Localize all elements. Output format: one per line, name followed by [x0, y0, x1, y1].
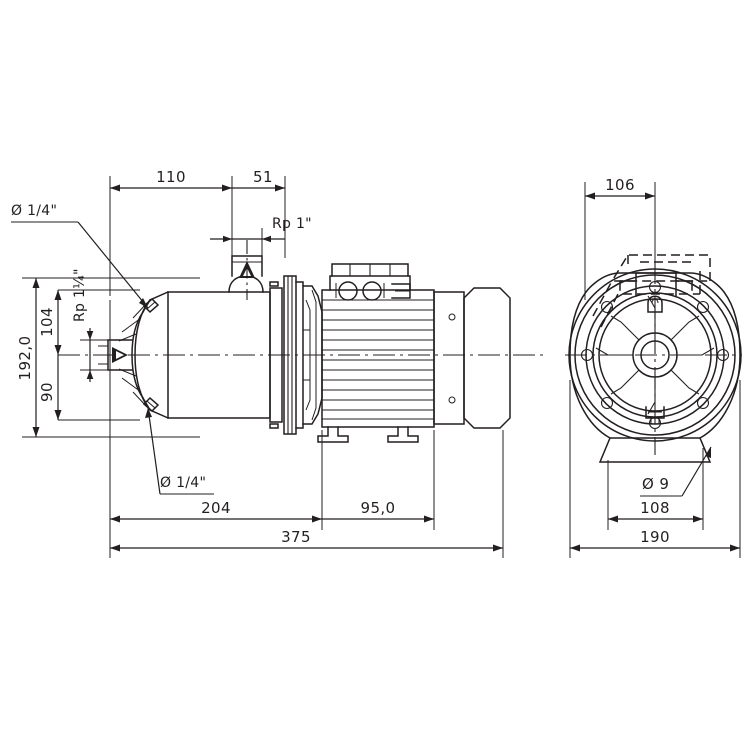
dim-discharge-port: Rp 1"	[210, 216, 312, 256]
dim-length-204: 204	[110, 499, 322, 523]
flange-inner-ring-outer	[585, 285, 725, 425]
dim-label-rp-1-25: Rp 1¼"	[72, 268, 88, 322]
motor-end-shield	[433, 291, 465, 425]
flange-outer-ring-inner	[574, 274, 736, 436]
dim-height-lower: 90	[38, 355, 62, 420]
dim-suction-port: Rp 1¼"	[72, 268, 122, 382]
dim-label-104: 104	[38, 307, 56, 337]
callout-vent-top: Ø 1/4"	[11, 203, 149, 309]
dim-label-rp-1: Rp 1"	[272, 216, 312, 232]
callout-bolt-hole-dia: Ø 9	[640, 446, 712, 497]
dim-label-vent-top: Ø 1/4"	[11, 203, 57, 219]
cable-gland-right	[362, 281, 382, 301]
dim-label-51: 51	[253, 168, 273, 186]
dim-label-90: 90	[38, 382, 56, 402]
dim-height-overall: 192,0	[16, 278, 40, 437]
motor-fan-cowl	[463, 287, 511, 429]
cable-gland-left	[338, 281, 358, 301]
lantern-flange	[269, 287, 283, 423]
motor-stator	[321, 289, 435, 428]
terminal-box-alt-position	[592, 254, 711, 328]
flange-inner-ring	[592, 292, 718, 418]
dim-length-375: 375	[110, 528, 503, 552]
dim-label-106: 106	[605, 176, 635, 194]
dim-label-192: 192,0	[16, 336, 34, 381]
dim-height-upper: 104	[38, 290, 62, 355]
end-terminal-box	[635, 272, 677, 297]
dim-length-95: 95,0	[322, 499, 434, 523]
dim-top-51: 51	[232, 168, 286, 258]
motor-foot-front	[317, 426, 349, 443]
dim-top-110: 110	[109, 168, 233, 296]
motor-terminal-box	[329, 263, 411, 301]
bolt-hole	[600, 300, 614, 314]
callout-drain-bottom: Ø 1/4"	[145, 407, 214, 495]
bolt-hole	[696, 396, 710, 410]
dim-label-dia9: Ø 9	[642, 475, 669, 493]
dim-end-190: 190	[569, 380, 741, 558]
dim-label-375: 375	[281, 528, 311, 546]
lifting-eye	[647, 295, 663, 313]
dim-end-108: 108	[607, 448, 704, 530]
side-vertical-extension-lines	[22, 277, 200, 438]
drain-port-bottom	[142, 396, 160, 413]
fan-hub-inner	[640, 340, 670, 370]
vent-port-top	[142, 297, 160, 314]
pump-housing	[98, 240, 304, 435]
bolt-hole	[696, 300, 710, 314]
side-bottom-extension-lines	[109, 300, 504, 558]
motor-assembly	[302, 263, 511, 443]
flange-outer-ring	[568, 268, 742, 442]
motor-foot-rear	[387, 426, 419, 443]
motor-base-plate	[598, 437, 712, 463]
bolt-hole	[600, 396, 614, 410]
side-elevation-view: 192,0 104 90 Rp 1¼" Ø 1/4"	[11, 168, 545, 558]
motor-cooling-fins	[322, 299, 434, 420]
end-flange-view: 106 Ø 9 108 190	[565, 176, 742, 558]
dim-label-204: 204	[201, 499, 231, 517]
dim-end-106: 106	[584, 176, 656, 300]
dim-label-110: 110	[156, 168, 186, 186]
dim-label-190: 190	[640, 528, 670, 546]
drain-plug	[645, 406, 665, 419]
dim-label-drain-bottom: Ø 1/4"	[160, 475, 206, 491]
fan-blades	[595, 295, 715, 415]
dim-label-95: 95,0	[361, 499, 396, 517]
dim-label-108: 108	[640, 499, 670, 517]
